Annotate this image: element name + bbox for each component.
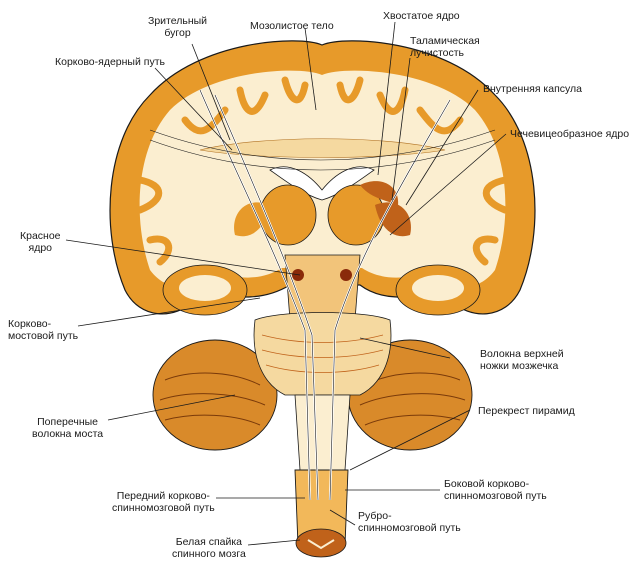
cerebellum-left: [152, 339, 278, 451]
label-anterior-cst: Передний корково-спинномозговой путь: [112, 490, 215, 514]
lentiform-nucleus-right: [375, 202, 411, 237]
spinal-cord-cross-section: [295, 528, 347, 558]
label-caudate-nucleus: Хвостатое ядро: [383, 10, 460, 22]
medulla: [294, 394, 351, 471]
label-corticonuclear-tract: Корково-ядерный путь: [55, 56, 165, 68]
corpus-callosum-band: [199, 138, 446, 158]
cerebellar-folia: [159, 372, 466, 426]
cerebral-white-matter: [139, 70, 506, 287]
lentiform-nucleus-left: [234, 202, 270, 237]
label-lentiform-nucleus: Чечевицеобразное ядро: [510, 128, 630, 140]
caudate-nucleus-right: [360, 181, 399, 205]
label-pyramid-decussation: Перекрест пирамид: [478, 405, 575, 417]
pons: [253, 312, 392, 396]
label-rubrospinal-tract: Рубро-спинномозговой путь: [358, 510, 461, 534]
label-lateral-cst: Боковой корково-спинномозговой путь: [444, 478, 547, 502]
label-corpus-callosum: Мозолистое тело: [250, 20, 334, 32]
label-corticopontine-tract: Корково-мостовой путь: [8, 318, 79, 342]
leader-lines: [65, 21, 507, 546]
label-internal-capsule: Внутренняя капсула: [483, 83, 583, 95]
thalamus-left: [259, 184, 317, 246]
